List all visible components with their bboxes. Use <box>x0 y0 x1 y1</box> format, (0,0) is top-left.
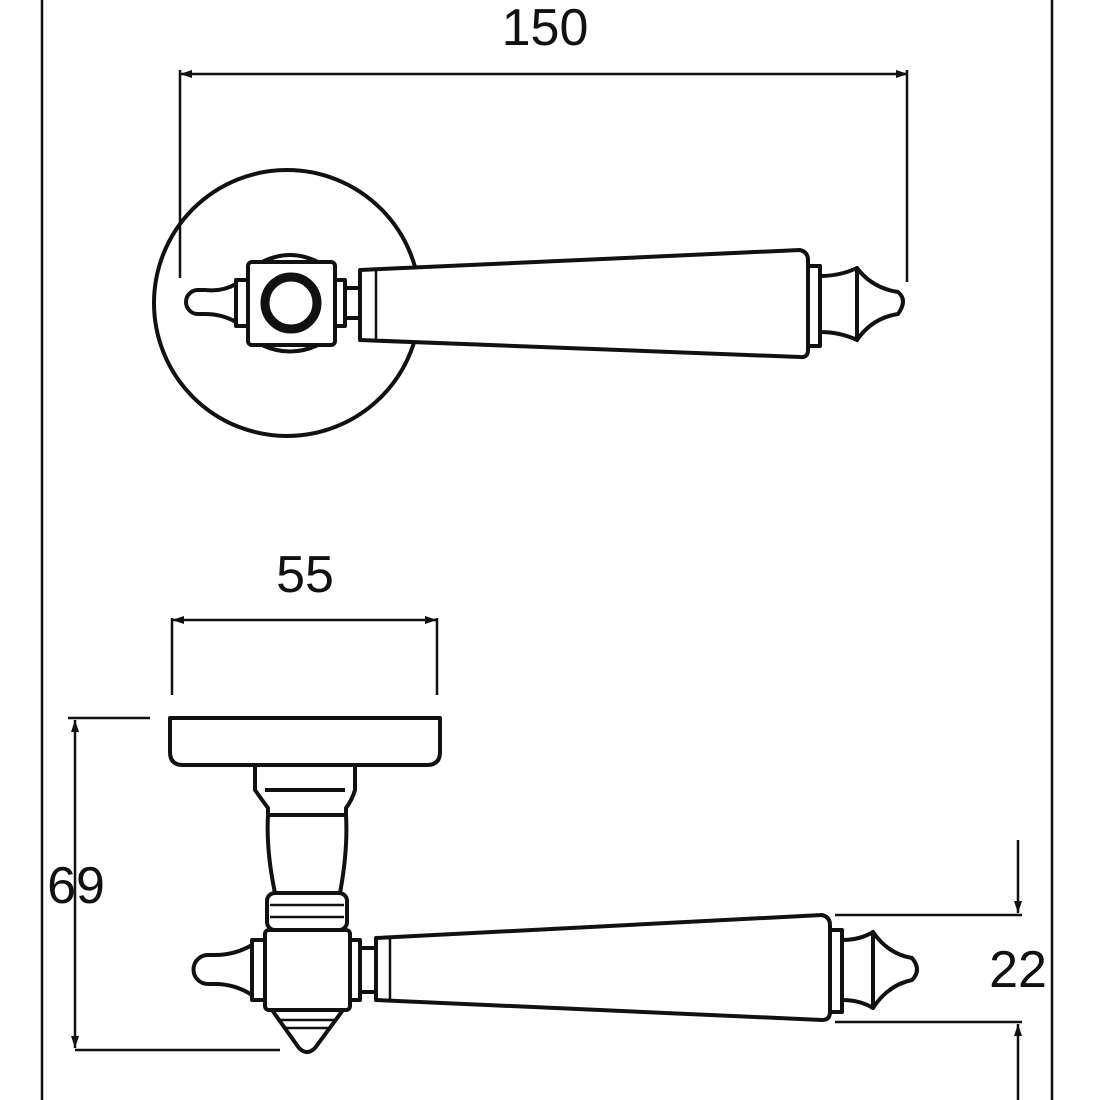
lever-body <box>374 913 832 1022</box>
hub-square <box>263 928 352 1012</box>
spindle-ring <box>260 272 322 334</box>
dimension-label-55: 55 <box>276 546 334 604</box>
side-view <box>68 616 1022 1100</box>
front-view <box>152 70 909 438</box>
rose-plate <box>168 716 442 767</box>
dimension-label-69: 69 <box>47 857 105 915</box>
dimension-label-150: 150 <box>501 0 589 57</box>
dimension-label-22: 22 <box>989 941 1047 999</box>
right-finial <box>818 266 859 342</box>
cone-tip <box>270 1008 345 1054</box>
left-finial <box>184 282 238 324</box>
lever-body <box>358 248 810 360</box>
stem <box>253 763 357 895</box>
